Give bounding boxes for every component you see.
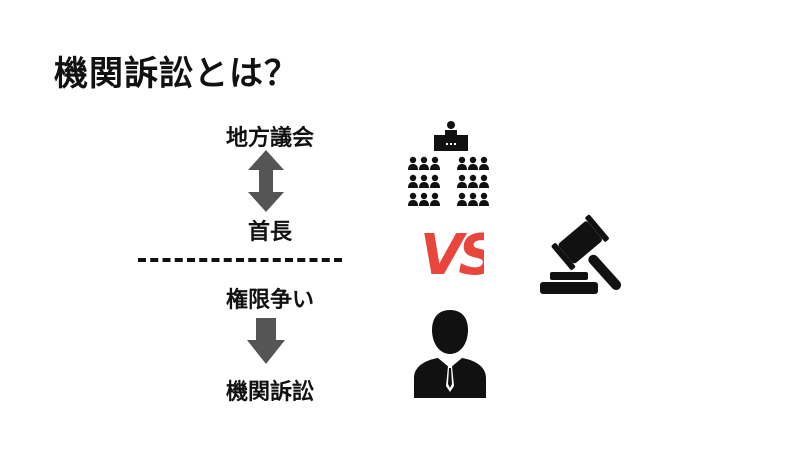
vs-text: VS [420, 223, 484, 284]
label-authority-dispute: 権限争い [225, 288, 314, 313]
label-institutional-litigation: 機関訴訟 [225, 380, 314, 405]
down-arrow-icon [247, 318, 285, 364]
label-mayor: 首長 [247, 220, 292, 245]
section-divider [138, 258, 342, 262]
double-arrow-icon [248, 150, 284, 212]
page-title: 機関訴訟とは？ [54, 54, 299, 94]
assembly-audience-icon [408, 121, 489, 206]
gavel-icon [540, 214, 622, 294]
label-local-assembly: 地方議会 [225, 126, 314, 151]
vs-label: VS [420, 223, 484, 284]
businessman-icon [414, 310, 486, 398]
